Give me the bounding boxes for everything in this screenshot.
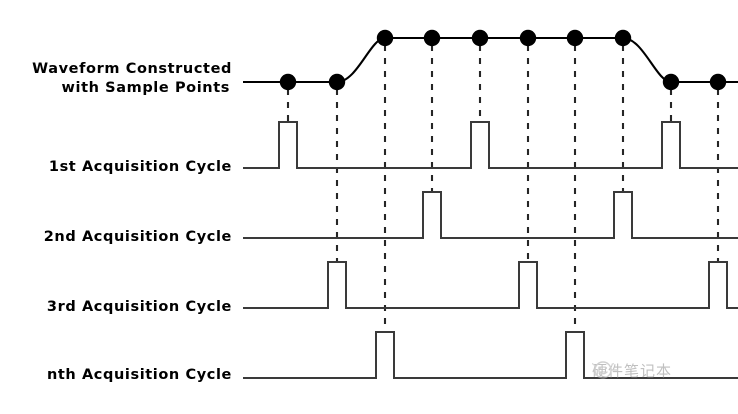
sample-point [519,29,537,47]
sample-point [614,29,632,47]
dropline-group [286,45,720,332]
sample-point [471,29,489,47]
waveform-title-line1: Waveform Constructed [32,61,232,77]
acquisition-pulse-trace-3 [243,261,738,309]
sample-point-group [279,29,727,91]
acquisition-pulse-trace-4 [243,331,738,379]
acquisition-pulse-trace-2 [243,191,738,239]
acquisition-pulse-trace-1 [243,121,738,169]
sample-point [566,29,584,47]
sample-point [328,73,346,91]
waveform-trace [243,36,738,84]
sample-point [279,73,297,91]
waveform-polyline [243,36,738,84]
waveform-title-line2: with Sample Points [61,80,230,96]
row-label-3rd-acquisition-cycle: 3rd Acquisition Cycle [46,299,232,315]
waveform-title-label: Waveform Constructed with Sample Points [0,60,232,98]
row-label-nth-acquisition-cycle: nth Acquisition Cycle [46,367,232,383]
sample-point [376,29,394,47]
acquisition-pulse-rows [243,121,738,379]
sample-point [709,73,727,91]
row-label-1st-acquisition-cycle: 1st Acquisition Cycle [48,159,232,175]
sample-point [662,73,680,91]
row-label-2nd-acquisition-cycle: 2nd Acquisition Cycle [43,229,232,245]
sample-point [423,29,441,47]
